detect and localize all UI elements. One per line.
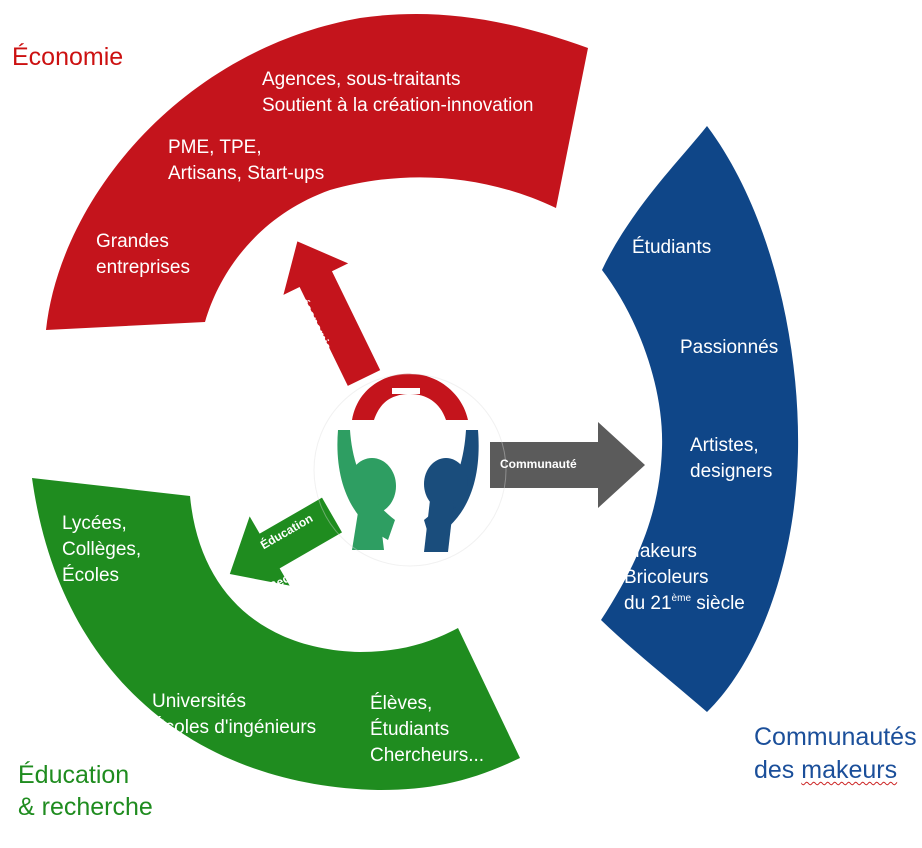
economy-item-artisans: Artisans, Start-ups: [168, 163, 325, 184]
education-item-lycees: Lycées,: [62, 513, 127, 534]
community-item-bricoleurs: Bricoleurs: [624, 567, 709, 588]
fablab-logo-icon: [313, 373, 507, 567]
community-item-artistes: Artistes,: [690, 435, 759, 456]
economy-item-pme: PME, TPE,: [168, 137, 262, 158]
education-arrow: [229, 497, 342, 586]
community-arrow-label: Communauté: [500, 457, 577, 471]
economy-item-soutien: Soutient à la création-innovation: [262, 95, 534, 116]
economy-item-grandes: Grandes: [96, 231, 169, 252]
education-band: [32, 478, 520, 790]
economy-item-agences: Agences, sous-traitants: [262, 69, 461, 90]
community-item-designers: designers: [690, 461, 773, 482]
economy-item-entreprises: entreprises: [96, 257, 190, 278]
education-title-line1: Éducation: [18, 761, 130, 789]
community-title-line2: des makeurs: [754, 756, 898, 784]
education-title-line2: & recherche: [18, 793, 153, 821]
economy-title: Économie: [12, 43, 124, 71]
community-item-siecle: du 21ème siècle: [624, 593, 745, 614]
economy-band: [46, 13, 588, 331]
education-item-chercheurs: Chercheurs...: [370, 745, 485, 766]
community-band: [601, 126, 799, 712]
education-item-ingenieurs: Écoles d'ingénieurs: [152, 717, 317, 738]
community-title-line1: Communautés: [754, 723, 917, 751]
community-item-passionnes: Passionnés: [680, 337, 779, 358]
education-item-ecoles: Écoles: [62, 565, 120, 586]
education-item-universites: Universités: [152, 691, 246, 712]
education-item-etudiants: Étudiants: [370, 719, 450, 740]
economy-arrow: [283, 241, 381, 386]
community-arrow: [490, 422, 645, 508]
community-item-makeurs: Makeurs: [624, 541, 697, 562]
education-item-eleves: Élèves,: [370, 693, 433, 714]
community-item-etudiants: Étudiants: [632, 237, 712, 258]
education-item-colleges: Collèges,: [62, 539, 142, 560]
